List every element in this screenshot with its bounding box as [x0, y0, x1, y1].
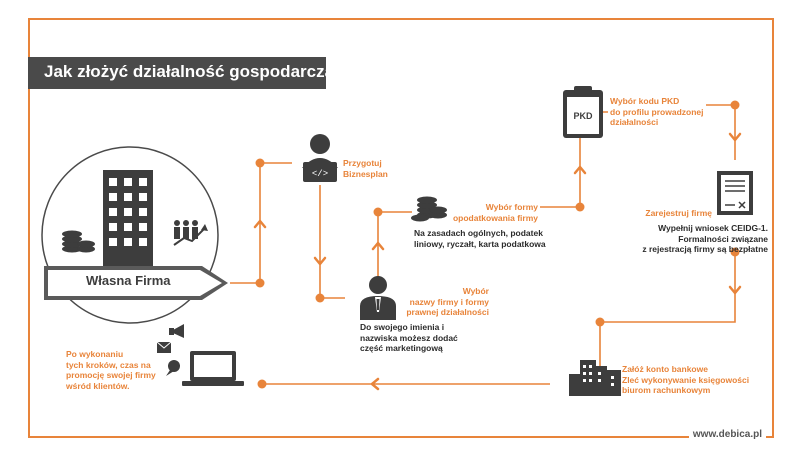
- opodatkowanie-title: Wybór formy opodatkowania firmy: [452, 202, 538, 223]
- biznesplan-title: Przygotuj Biznesplan: [343, 158, 388, 179]
- people-growth-icon: [173, 220, 208, 246]
- chat-icon: [166, 360, 180, 376]
- svg-text:</>: </>: [312, 169, 328, 179]
- businessman-icon: [360, 276, 396, 320]
- company-arrow: [44, 266, 228, 300]
- title-bar: [28, 57, 326, 89]
- bank-title: Załóż konto bankowe Zleć wykonywanie ksi…: [622, 364, 750, 395]
- clipboard-pkd-icon: PKD: [563, 86, 603, 138]
- rejestracja-title: Zarejestruj firmę: [645, 208, 712, 218]
- coins-icon: [62, 230, 95, 253]
- chevron-up-icon: [573, 165, 587, 175]
- company-label: Własna Firma: [86, 273, 171, 288]
- flow-chevrons: [253, 132, 742, 391]
- office-building-icon: [103, 170, 153, 270]
- laptop-person-icon: </>: [302, 134, 338, 182]
- frame-border: [28, 18, 774, 438]
- laptop-promotion-icon: [182, 351, 244, 386]
- website-url[interactable]: www.debica.pl: [688, 429, 766, 440]
- nazwa-desc: Do swojego imienia i nazwiska możesz dod…: [360, 322, 458, 353]
- chevron-down-icon: [728, 285, 742, 295]
- buildings-icon: [569, 360, 621, 396]
- document-icon: [717, 171, 753, 215]
- promocja-title: Po wykonaniu tych kroków, czas na promoc…: [66, 349, 156, 391]
- rejestracja-desc: Wypełnij wniosek CEIDG-1. Formalności zw…: [642, 223, 768, 254]
- line-to-nazwa: [319, 185, 345, 299]
- pkd-title: Wybór kodu PKD do profilu prowadzonej dz…: [610, 96, 704, 127]
- opodatkowanie-desc: Na zasadach ogólnych, podatek liniowy, r…: [414, 228, 546, 249]
- line-right-descent: [600, 252, 736, 323]
- chevron-up-icon: [253, 219, 267, 229]
- chevron-left-icon: [370, 377, 380, 391]
- mail-icon: [156, 341, 172, 353]
- chevron-down-icon: [728, 132, 742, 142]
- megaphone-icon: [169, 324, 184, 338]
- page-title: Jak złożyć działalność gospodarczą?: [44, 62, 345, 81]
- line-to-rejestracja: [706, 104, 736, 160]
- coins-tax-icon: [411, 196, 447, 222]
- chevron-down-icon: [313, 256, 327, 266]
- pkd-icon-text: PKD: [573, 111, 593, 121]
- line-to-biznesplan: [230, 162, 292, 284]
- nazwa-title: Wybór nazwy firmy i formy prawnej działa…: [406, 286, 489, 317]
- chevron-up-icon: [371, 241, 385, 251]
